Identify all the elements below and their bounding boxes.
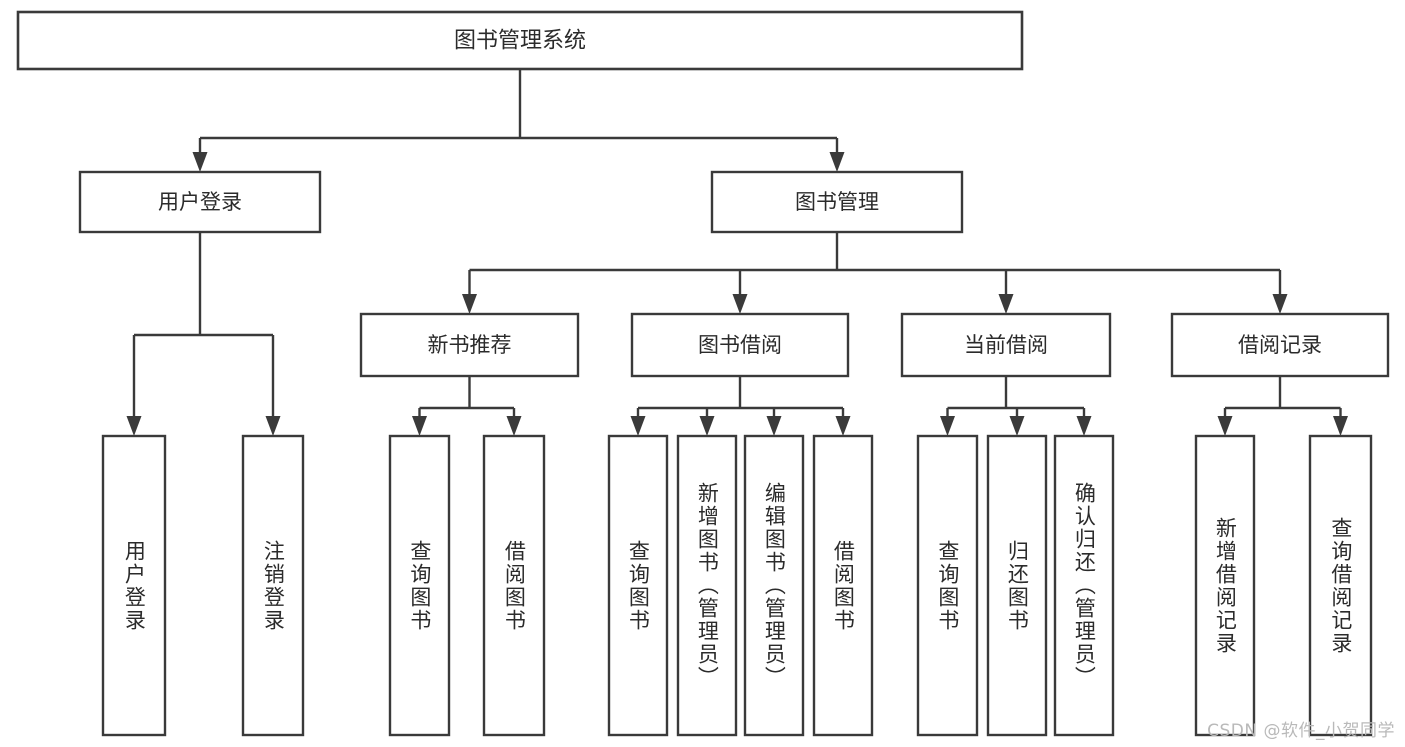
level2-node-user-login-box[interactable] bbox=[78, 170, 322, 234]
leaf-node-leaf-edit-book-box[interactable] bbox=[743, 434, 805, 737]
leaf-node-leaf-query-book-a-box[interactable] bbox=[388, 434, 451, 737]
arrow-head-icon-leaf-query-book-a bbox=[412, 416, 427, 436]
level3-node-label-book-borrow: 图书借阅 bbox=[698, 333, 782, 357]
arrow-head-icon-leaf-add-record bbox=[1217, 416, 1233, 436]
level2-node-book-manage-box[interactable] bbox=[710, 170, 964, 234]
level2-node-label-user-login: 用户登录 bbox=[158, 190, 242, 214]
level3-node-book-borrow-box[interactable] bbox=[630, 312, 850, 378]
arrow-head-icon-book-borrow bbox=[732, 294, 748, 314]
arrow-head-icon-leaf-query-book-b bbox=[630, 416, 646, 436]
leaf-node-leaf-add-record-box[interactable] bbox=[1194, 434, 1256, 737]
arrow-head-icon-current-borrow bbox=[998, 294, 1014, 314]
root-node-box[interactable] bbox=[16, 10, 1024, 71]
level3-node-label-current-borrow: 当前借阅 bbox=[964, 333, 1048, 357]
arrow-head-icon-leaf-confirm-return bbox=[1076, 416, 1092, 436]
connector-layer bbox=[126, 69, 1348, 436]
arrow-head-icon-borrow-record bbox=[1272, 294, 1288, 314]
leaf-node-leaf-user-login-box[interactable] bbox=[101, 434, 167, 737]
root-node-label: 图书管理系统 bbox=[454, 29, 586, 54]
level3-node-label-new-book-recommend: 新书推荐 bbox=[428, 333, 512, 357]
arrow-head-icon-leaf-borrow-book-a bbox=[506, 416, 522, 436]
leaf-node-leaf-borrow-book-b-box[interactable] bbox=[812, 434, 874, 737]
leaf-node-leaf-confirm-return-box[interactable] bbox=[1053, 434, 1115, 737]
leaf-node-leaf-return-book-box[interactable] bbox=[986, 434, 1048, 737]
arrow-head-icon-leaf-query-book-c bbox=[940, 416, 955, 436]
arrow-head-icon-leaf-user-login bbox=[126, 416, 142, 436]
level3-node-label-borrow-record: 借阅记录 bbox=[1238, 333, 1322, 357]
arrow-head-icon-leaf-edit-book bbox=[766, 416, 782, 436]
leaf-node-leaf-user-logout-box[interactable] bbox=[241, 434, 305, 737]
arrow-head-icon-book-manage bbox=[829, 152, 845, 172]
leaf-node-leaf-query-book-c-box[interactable] bbox=[916, 434, 979, 737]
leaf-node-leaf-borrow-book-a-box[interactable] bbox=[482, 434, 546, 737]
arrow-head-icon-leaf-user-logout bbox=[265, 416, 281, 436]
node-box-layer bbox=[16, 10, 1390, 737]
csdn-watermark: CSDN @软件_小贺同学 bbox=[1207, 721, 1395, 741]
level2-node-label-book-manage: 图书管理 bbox=[795, 190, 879, 214]
arrow-head-icon-leaf-add-book bbox=[699, 416, 715, 436]
arrow-head-icon-leaf-query-record bbox=[1333, 416, 1348, 436]
leaf-node-leaf-add-book-box[interactable] bbox=[676, 434, 738, 737]
level3-node-borrow-record-box[interactable] bbox=[1170, 312, 1390, 378]
level3-node-new-book-recommend-box[interactable] bbox=[359, 312, 580, 378]
arrow-head-icon-user-login bbox=[192, 152, 208, 172]
leaf-node-leaf-query-record-box[interactable] bbox=[1308, 434, 1373, 737]
level3-node-current-borrow-box[interactable] bbox=[900, 312, 1112, 378]
arrow-head-icon-new-book-recommend bbox=[462, 294, 477, 314]
leaf-node-leaf-query-book-b-box[interactable] bbox=[607, 434, 669, 737]
arrow-head-icon-leaf-borrow-book-b bbox=[835, 416, 851, 436]
arrow-head-icon-leaf-return-book bbox=[1009, 416, 1025, 436]
